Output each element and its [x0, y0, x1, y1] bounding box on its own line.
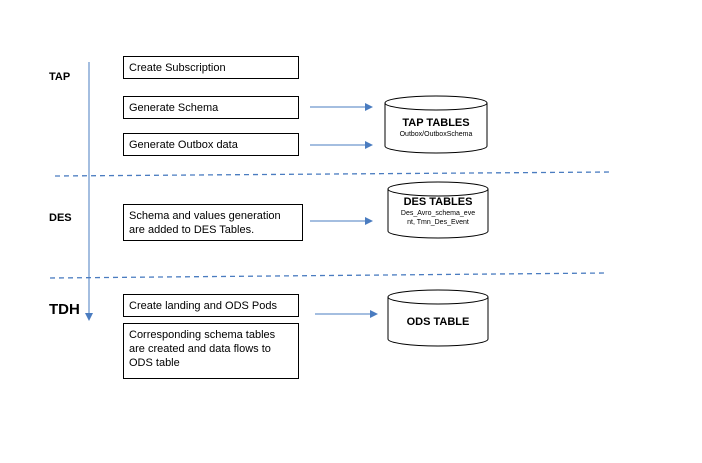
lane-label-tap: TAP — [49, 71, 71, 83]
step-create-subscription: Create Subscription — [123, 56, 299, 79]
lane-label-des: DES — [49, 212, 72, 224]
divider-des-tdh — [49, 272, 608, 279]
des-tables-title: DES TABLES — [403, 196, 473, 208]
tap-tables-label: TAP TABLES Outbox/OutboxSchema — [385, 117, 487, 139]
divider-tap-des — [54, 171, 613, 177]
step-text-line: are added to DES Tables. — [129, 224, 255, 236]
des-tables-cylinder — [387, 181, 489, 239]
des-tables-subtitle-line: nt, Tmn_Des_Event — [407, 219, 469, 226]
des-tables-label: DES TABLES Des_Avro_schema_eve nt, Tmn_D… — [388, 196, 488, 227]
tap-tables-subtitle: Outbox/OutboxSchema — [399, 131, 473, 138]
tap-tables-title: TAP TABLES — [402, 117, 470, 129]
tap-tables-cylinder — [384, 95, 488, 154]
ods-table-title: ODS TABLE — [406, 316, 470, 328]
step-create-pods: Create landing and ODS Pods — [123, 294, 299, 317]
step-text: Create landing and ODS Pods — [129, 300, 277, 312]
step-text: Create Subscription — [129, 62, 226, 74]
step-text-line: Schema and values generation — [129, 210, 281, 222]
step-des-generation: Schema and values generation are added t… — [123, 204, 303, 241]
step-text-line: are created and data flows to — [129, 343, 271, 355]
step-generate-schema: Generate Schema — [123, 96, 299, 119]
step-text: Generate Outbox data — [129, 139, 238, 151]
ods-table-label: ODS TABLE — [388, 316, 488, 329]
des-tables-subtitle-line: Des_Avro_schema_eve — [400, 210, 476, 217]
step-generate-outbox: Generate Outbox data — [123, 133, 299, 156]
step-schema-tables: Corresponding schema tables are created … — [123, 323, 299, 379]
step-text-line: Corresponding schema tables — [129, 329, 276, 341]
step-text: Generate Schema — [129, 102, 219, 114]
lane-label-tdh: TDH — [49, 301, 80, 318]
step-text-line: ODS table — [129, 357, 180, 369]
ods-table-cylinder — [387, 289, 489, 347]
